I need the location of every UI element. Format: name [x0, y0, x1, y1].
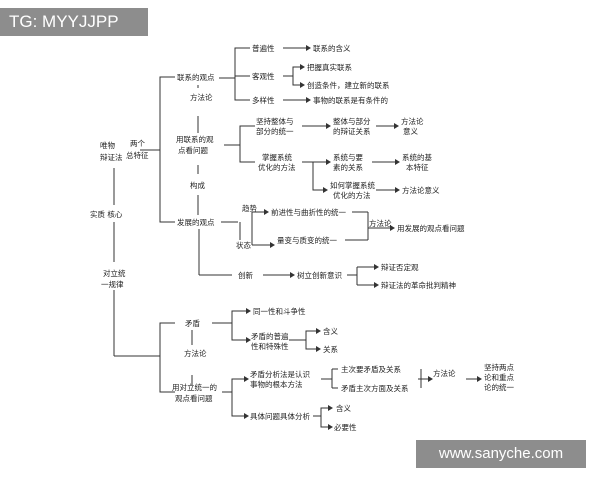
core-label: 实质 核心: [90, 209, 123, 219]
objectivity: 客观性: [252, 71, 275, 81]
univ-part-line1: 矛盾的普遍: [251, 331, 289, 341]
connection-view-line2: 点看问题: [178, 146, 208, 155]
arrow-icon: [395, 159, 400, 165]
arrow-icon: [326, 159, 331, 165]
contradiction-meaning: 含义: [323, 326, 338, 336]
main-secondary-aspects: 矛盾主次方面及关系: [341, 383, 409, 393]
unity-view-line2: 观点看问题: [175, 394, 213, 403]
arrow-icon: [244, 376, 249, 382]
features-line1: 两个: [130, 139, 145, 148]
how-system-line2: 优化的方法: [333, 190, 371, 200]
arrow-icon: [477, 376, 482, 382]
development-title: 发展的观点: [177, 217, 215, 227]
arrow-icon: [394, 123, 399, 129]
system-elements-line1: 系统与要: [333, 152, 363, 162]
arrow-icon: [390, 225, 395, 231]
arrow-icon: [264, 209, 269, 215]
connection-title: 联系的观点: [177, 72, 215, 82]
progressive: 前进性与曲折性的统一: [271, 207, 346, 217]
unity-law-line1: 对立统: [103, 268, 126, 278]
system-line1: 掌握系统: [262, 152, 292, 162]
analysis-line2: 事物的根本方法: [250, 379, 303, 389]
contradiction-methodology: 方法论: [184, 348, 207, 358]
root-line2: 辩证法: [100, 152, 123, 162]
state: 状态: [236, 240, 251, 250]
arrow-icon: [323, 187, 328, 193]
whole-part-line2: 部分的统一: [256, 126, 294, 136]
contradiction-title: 矛盾: [185, 318, 200, 328]
innovation-awareness: 树立创新意识: [297, 270, 342, 280]
arrow-icon: [306, 97, 311, 103]
connection-methodology: 方法论: [190, 92, 213, 102]
universality: 普遍性: [252, 43, 275, 53]
critical-spirit: 辩证法的革命批判精神: [381, 280, 456, 290]
system-features-line1: 系统的基: [402, 152, 432, 162]
adhere-line3: 论的统一: [484, 382, 514, 392]
arrow-icon: [270, 242, 275, 248]
connection-meaning: 联系的含义: [313, 43, 351, 53]
quantitative: 量变与质变的统一: [277, 235, 337, 245]
trend: 趋势: [242, 203, 257, 213]
arrow-icon: [246, 308, 251, 314]
identity-struggle: 同一性和斗争性: [253, 306, 306, 316]
arrow-icon: [428, 376, 433, 382]
connector-lines: [113, 47, 477, 428]
necessity: 必要性: [334, 422, 357, 432]
dev-view: 用发展的观点看问题: [397, 223, 465, 233]
arrow-icon: [328, 405, 333, 411]
concrete-analysis: 具体问题具体分析: [250, 411, 310, 421]
telegram-tag: TG: MYYJJPP: [0, 8, 148, 36]
arrow-icon: [326, 123, 331, 129]
arrow-icon: [244, 413, 249, 419]
arrow-icon: [316, 346, 321, 352]
method-meaning-line2: 意义: [403, 126, 418, 136]
whole-part-rel-line1: 整体与部分: [333, 116, 371, 126]
create-conditions: 创造条件，建立新的联系: [307, 80, 390, 90]
analysis-line1: 矛盾分析法是认识: [250, 369, 310, 379]
whole-part-line1: 坚持整体与: [256, 116, 294, 126]
arrow-icon: [395, 187, 400, 193]
arrow-icon: [300, 64, 305, 70]
adhere-line1: 坚持两点: [484, 362, 514, 372]
main-secondary: 主次要矛盾及关系: [341, 364, 401, 374]
system-elements-line2: 素的关系: [333, 162, 363, 172]
diversity: 多样性: [252, 95, 275, 105]
arrow-heads: [244, 45, 482, 430]
development-methodology: 方法论: [369, 218, 392, 228]
arrow-icon: [246, 337, 251, 343]
whole-part-rel-line2: 的辩证关系: [333, 126, 371, 136]
unity-law-line2: 一规律: [101, 279, 124, 289]
arrow-icon: [290, 272, 295, 278]
adhere-line2: 论和重点: [484, 372, 514, 382]
constitute-label: 构成: [190, 180, 205, 190]
contradiction-meaning2: 含义: [336, 403, 351, 413]
how-system-line1: 如何掌握系统: [330, 180, 375, 190]
univ-part-line2: 性和特殊性: [251, 341, 289, 351]
root-line1: 唯物: [100, 140, 115, 150]
arrow-icon: [306, 45, 311, 51]
arrow-icon: [374, 264, 379, 270]
arrow-icon: [328, 424, 333, 430]
system-features-line2: 本特征: [406, 162, 429, 172]
arrow-icon: [300, 82, 305, 88]
method-meaning-line1: 方法论: [401, 116, 424, 126]
features-line2: 总特征: [126, 150, 149, 160]
grasp-real: 把握真实联系: [307, 62, 352, 72]
contradiction-relation: 关系: [323, 344, 338, 354]
innovation: 创新: [238, 270, 253, 280]
watermark: www.sanyche.com: [416, 440, 586, 468]
system-line2: 优化的方法: [258, 162, 296, 172]
conditional: 事物的联系是有条件的: [313, 95, 388, 105]
connection-view-line1: 用联系的观: [176, 134, 214, 144]
unity-view-line1: 用对立统一的: [172, 382, 217, 392]
method-meaning2: 方法论意义: [402, 185, 440, 195]
arrow-icon: [374, 282, 379, 288]
contradiction-methodology2: 方法论: [433, 368, 456, 378]
arrow-icon: [316, 328, 321, 334]
dialectical-negation: 辩证否定观: [381, 262, 419, 272]
